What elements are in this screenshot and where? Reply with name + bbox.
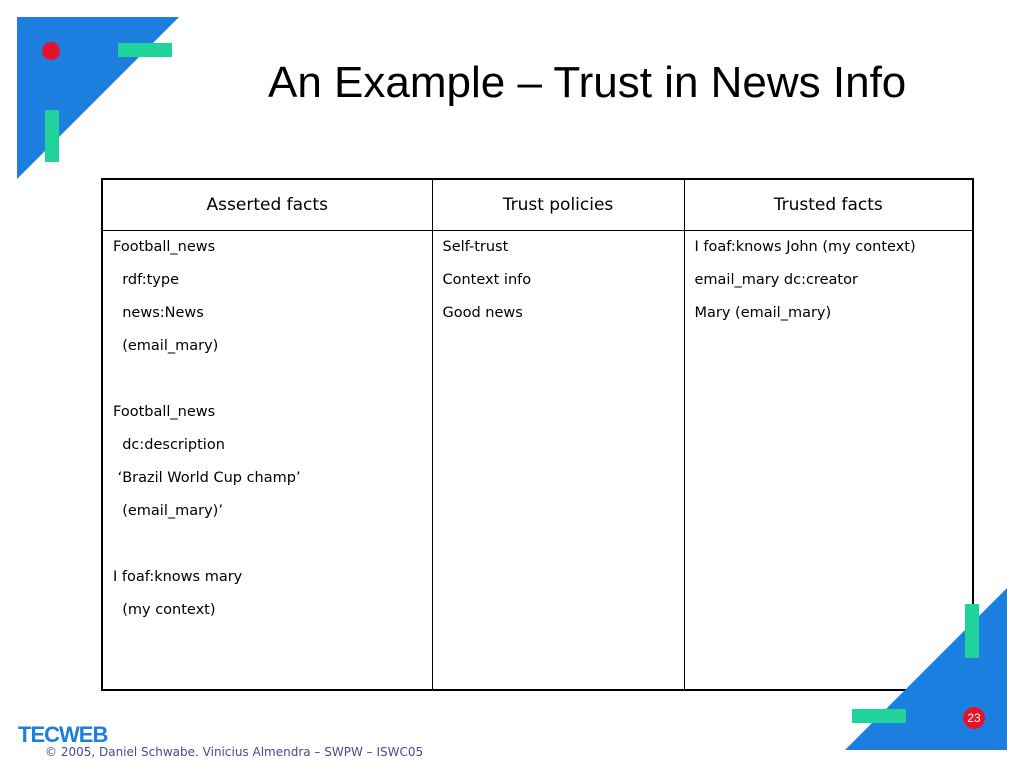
list-item: (my context) [113,602,216,618]
list-item: (email_mary)’ [113,503,223,519]
header-trusted-facts: Trusted facts [683,178,974,231]
list-item: I foaf:knows John (my context) [694,239,916,255]
list-item: Self-trust [442,239,509,255]
slide-title: An Example – Trust in News Info [268,58,907,107]
green-bar-decoration [118,43,172,57]
list-item: Good news [442,305,523,321]
table-row: Football_news rdf:type news:News (email_… [101,230,974,691]
list-item: news:News [113,305,204,321]
list-item: email_mary dc:creator [694,272,858,288]
list-item [113,371,422,404]
green-bar-decoration [965,604,979,658]
green-bar-decoration [45,110,59,162]
header-trust-policies: Trust policies [431,178,685,231]
list-item [113,536,422,569]
trust-policies-cell: Self-trust Context info Good news [431,230,685,691]
red-dot-decoration [42,42,60,60]
footer-copyright: © 2005, Daniel Schwabe. Vinicius Almendr… [45,745,424,759]
list-item: Football_news [113,404,216,420]
list-item: rdf:type [113,272,179,288]
list-item: ‘Brazil World Cup champ’ [113,470,301,486]
corner-triangle-bottom-right [845,588,1007,750]
table-header-row: Asserted facts Trust policies Trusted fa… [101,178,974,231]
green-bar-decoration [852,709,906,723]
asserted-facts-cell: Football_news rdf:type news:News (email_… [101,230,433,691]
header-asserted-facts: Asserted facts [101,178,433,231]
corner-triangle-top-left [17,17,179,179]
tecweb-logo: TECWEB [18,722,108,747]
trust-table: Asserted facts Trust policies Trusted fa… [101,178,974,691]
list-item: dc:description [113,437,225,453]
page-number-badge: 23 [963,707,985,729]
list-item: Mary (email_mary) [694,305,832,321]
list-item: Football_news [113,239,216,255]
list-item: (email_mary) [113,338,219,354]
list-item: Context info [442,272,532,288]
list-item: I foaf:knows mary [113,569,243,585]
